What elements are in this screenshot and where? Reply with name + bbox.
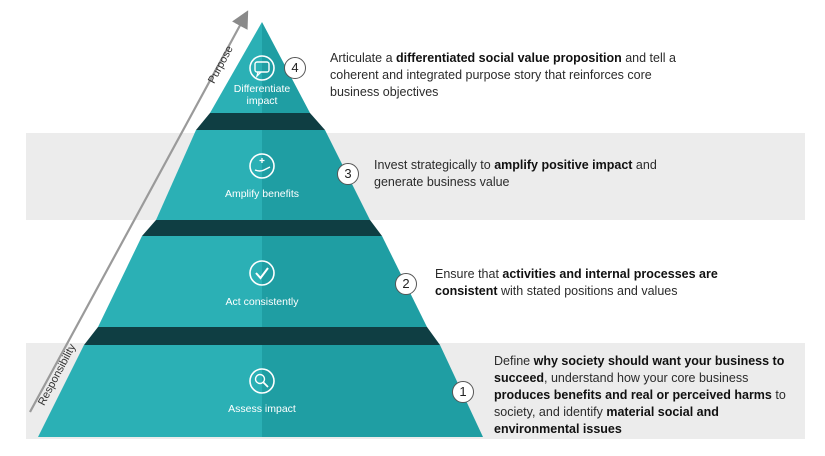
tier-1-right <box>262 345 483 437</box>
description-text: , understand how your core business <box>544 371 749 385</box>
description-emphasis: activities and internal processes are co… <box>435 267 718 298</box>
background-band-tier-3 <box>26 133 805 220</box>
tier-2-number-badge: 2 <box>395 273 417 295</box>
description-text: Articulate a <box>330 51 397 65</box>
description-emphasis: differentiated social value proposition <box>396 51 622 65</box>
tier-3-number-badge: 3 <box>337 163 359 185</box>
tier-3-description: Invest strategically to amplify positive… <box>374 157 694 191</box>
tier-3-left <box>156 130 262 220</box>
speech-bubble-icon <box>249 55 275 81</box>
magnifier-icon <box>249 368 275 394</box>
step-2-1 <box>84 327 440 345</box>
tier-2-left <box>98 236 262 327</box>
tier-1-number-badge: 1 <box>452 381 474 403</box>
description-text: Define <box>494 354 534 368</box>
tier-4-left <box>210 22 262 113</box>
step-3-2 <box>142 220 382 236</box>
tier-2-right <box>262 236 427 327</box>
description-emphasis: produces benefits and real or perceived … <box>494 388 772 402</box>
description-text: with stated positions and values <box>497 284 678 298</box>
tier-1-description: Define why society should want your busi… <box>494 353 794 438</box>
description-text: Ensure that <box>435 267 503 281</box>
description-emphasis: why society should want your business to… <box>494 354 785 385</box>
description-text: and tell a coherent and integrated purpo… <box>330 51 676 99</box>
checkmark-icon <box>249 260 275 286</box>
description-emphasis: amplify positive impact <box>494 158 633 172</box>
tier-3-right <box>262 130 370 220</box>
axis-arrow <box>29 10 249 413</box>
tier-2-label: Act consistently <box>225 296 299 308</box>
tier-1-label: Assess impact <box>228 403 296 415</box>
description-text: to society, and identify <box>494 388 786 419</box>
description-text: and generate business value <box>374 158 657 189</box>
tier-3-label: Amplify benefits <box>224 188 300 200</box>
tier-4-description: Articulate a differentiated social value… <box>330 50 690 101</box>
tier-4-number-badge: 4 <box>284 57 306 79</box>
tier-2-description: Ensure that activities and internal proc… <box>435 266 755 300</box>
tier-1-left <box>38 345 262 437</box>
description-text: Invest strategically to <box>374 158 495 172</box>
hand-with-sparkle-icon <box>249 153 275 179</box>
description-emphasis: material social and environmental issues <box>494 405 719 436</box>
step-4-3 <box>196 113 325 130</box>
tier-4-label: Differentiate impact <box>233 83 291 107</box>
